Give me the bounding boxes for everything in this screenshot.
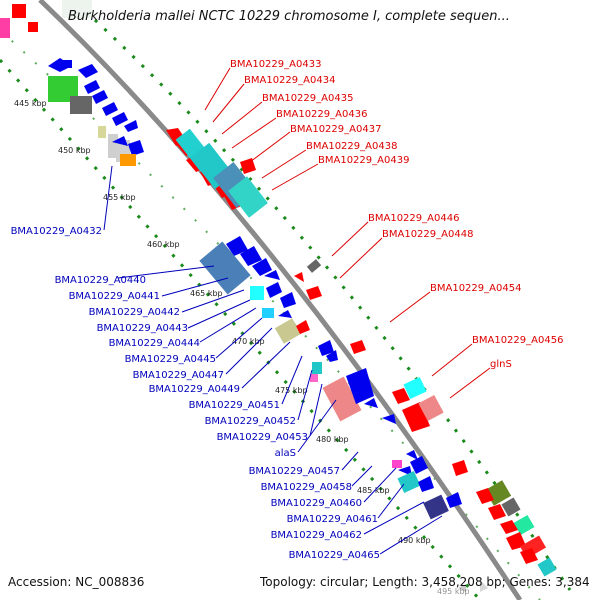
gene-label-reverse: BMA10229_A0453 xyxy=(217,432,308,443)
kbp-scale-labels: 445 kbp 450 kbp 455 kbp 460 kbp 465 kbp … xyxy=(14,99,470,596)
gene-label-reverse: BMA10229_A0461 xyxy=(287,514,378,525)
kbp-label: 490 kbp xyxy=(398,536,431,545)
kbp-label: 485 kbp xyxy=(357,486,390,495)
gene-label-reverse: BMA10229_A0443 xyxy=(97,323,188,334)
gene-label-reverse: alaS xyxy=(275,448,296,459)
gene-label-forward: BMA10229_A0436 xyxy=(276,109,367,120)
gene-label-reverse: BMA10229_A0458 xyxy=(261,482,352,493)
kbp-label: 445 kbp xyxy=(14,99,47,108)
forward-gene-cluster-0433[interactable] xyxy=(166,128,268,218)
gene-block[interactable] xyxy=(28,22,38,32)
gene-label-forward: BMA10229_A0439 xyxy=(318,155,409,166)
gene-block[interactable] xyxy=(12,4,26,18)
gene-label-forward: BMA10229_A0434 xyxy=(244,75,335,86)
gene-label-reverse: BMA10229_A0465 xyxy=(289,550,380,561)
gene-label-reverse: BMA10229_A0441 xyxy=(69,291,160,302)
reverse-gene-label-texts[interactable]: BMA10229_A0432 BMA10229_A0440 BMA10229_A… xyxy=(11,226,380,561)
forward-gene-cluster-0456[interactable] xyxy=(392,376,468,476)
gene-label-reverse: BMA10229_A0432 xyxy=(11,226,102,237)
reverse-gene-cluster-0457[interactable] xyxy=(392,450,462,520)
forward-gene-0454[interactable] xyxy=(350,340,366,354)
forward-gene-cluster-0446[interactable] xyxy=(294,259,322,300)
gene-label-forward: glnS xyxy=(490,359,512,370)
kbp-label: 450 kbp xyxy=(58,146,91,155)
accession-label: Accession: NC_008836 xyxy=(8,575,145,589)
kbp-label: 455 kbp xyxy=(103,193,136,202)
kbp-label: 460 kbp xyxy=(147,240,180,249)
gene-label-forward: BMA10229_A0435 xyxy=(262,93,353,104)
gene-label-forward: BMA10229_A0454 xyxy=(430,283,521,294)
gene-label-forward: BMA10229_A0433 xyxy=(230,59,321,70)
gene-block[interactable] xyxy=(0,18,10,38)
inner-dotted-track xyxy=(0,59,482,600)
genome-stats-label: Topology: circular; Length: 3,458,208 bp… xyxy=(260,575,590,589)
map-title: Burkholderia mallei NCTC 10229 chromosom… xyxy=(68,9,510,24)
gene-label-reverse: BMA10229_A0460 xyxy=(271,498,362,509)
gene-label-reverse: BMA10229_A0444 xyxy=(109,338,200,349)
kbp-label: 475 kbp xyxy=(275,386,308,395)
reverse-gene-label-leaders xyxy=(103,165,443,555)
gene-label-reverse: BMA10229_A0449 xyxy=(149,384,240,395)
gene-label-reverse: BMA10229_A0462 xyxy=(271,530,362,541)
gene-block[interactable] xyxy=(62,0,92,18)
forward-gene-cluster-bottom[interactable] xyxy=(476,480,557,577)
gene-label-reverse: BMA10229_A0452 xyxy=(205,416,296,427)
kbp-label: 470 kbp xyxy=(232,337,265,346)
kbp-label: 480 kbp xyxy=(316,435,349,444)
reverse-gene-cluster-0440[interactable] xyxy=(199,236,310,344)
reverse-gene-cluster-450[interactable] xyxy=(98,126,144,166)
gene-label-reverse: BMA10229_A0442 xyxy=(89,307,180,318)
gene-label-forward: BMA10229_A0448 xyxy=(382,229,473,240)
scroll-down-arrow-icon[interactable] xyxy=(458,584,466,592)
chromosome-backbone xyxy=(38,0,523,600)
gene-label-reverse: BMA10229_A0451 xyxy=(189,400,280,411)
kbp-label: 465 kbp xyxy=(190,289,223,298)
forward-gene-label-texts[interactable]: BMA10229_A0433 BMA10229_A0434 BMA10229_A… xyxy=(230,59,563,370)
gene-label-forward: BMA10229_A0437 xyxy=(290,124,381,135)
gene-label-reverse: BMA10229_A0457 xyxy=(249,466,340,477)
reverse-gene-cluster-445[interactable] xyxy=(48,58,138,132)
scroll-down-arrow-icon[interactable] xyxy=(480,580,488,592)
gene-label-forward: BMA10229_A0456 xyxy=(472,335,563,346)
gene-label-reverse: BMA10229_A0445 xyxy=(125,354,216,365)
gene-label-forward: BMA10229_A0438 xyxy=(306,141,397,152)
forward-gene-labels xyxy=(204,67,491,399)
gene-label-reverse: BMA10229_A0447 xyxy=(133,370,224,381)
gene-label-forward: BMA10229_A0446 xyxy=(368,213,459,224)
gene-label-reverse: BMA10229_A0440 xyxy=(55,275,146,286)
kbp-label: 495 kbp xyxy=(437,587,470,596)
reverse-gene-cluster-0451[interactable] xyxy=(310,340,396,424)
